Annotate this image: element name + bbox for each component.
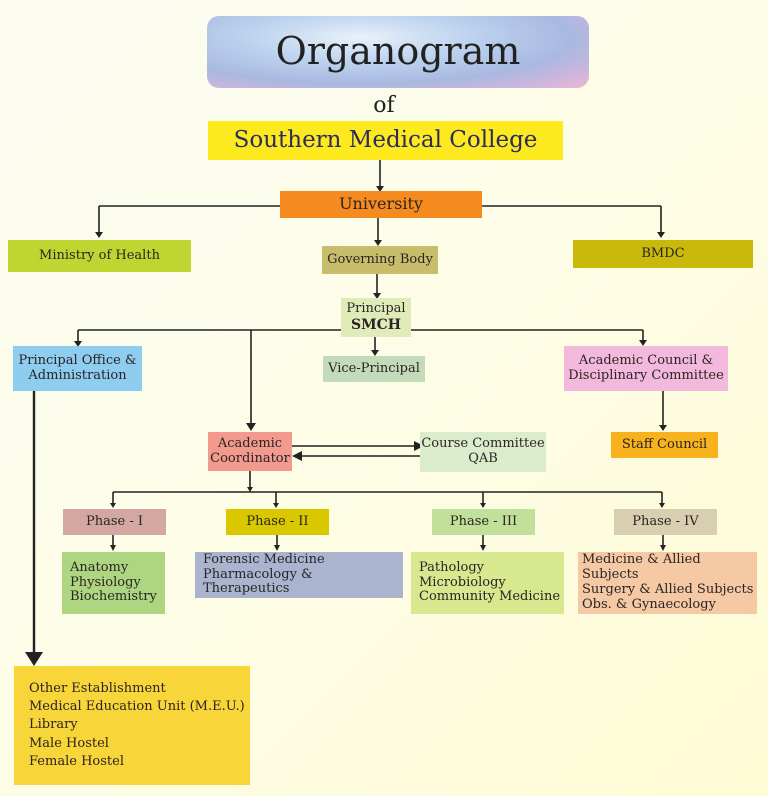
node-principal-line1: Principal <box>346 300 406 316</box>
node-bmdc-label: BMDC <box>641 245 685 261</box>
subject: Physiology <box>70 574 141 590</box>
node-phase-2-subjects: Forensic Medicine Pharmacology & Therape… <box>195 552 403 598</box>
page-title: Organogram <box>275 29 521 74</box>
subtitle-of: of <box>373 93 395 118</box>
node-vice-principal-label: Vice-Principal <box>328 360 420 376</box>
college-name-box: Southern Medical College <box>208 121 563 160</box>
subject: Pathology <box>419 559 484 575</box>
node-other-establishment: Other Establishment Medical Education Un… <box>14 666 250 785</box>
node-governing-body-label: Governing Body <box>327 251 433 267</box>
node-phase-3-subjects: Pathology Microbiology Community Medicin… <box>411 552 564 614</box>
node-course-committee: Course Committee QAB <box>420 432 546 472</box>
node-course-committee-line2: QAB <box>468 451 498 466</box>
node-phase-4: Phase - IV <box>614 509 717 535</box>
subject: Anatomy <box>70 559 129 575</box>
node-phase-1-subjects: Anatomy Physiology Biochemistry <box>62 552 165 614</box>
node-academic-council-line1: Academic Council & <box>578 352 714 368</box>
subject: Community Medicine <box>419 589 561 605</box>
node-university-label: University <box>339 194 423 214</box>
establishment-item: Library <box>29 717 78 733</box>
establishment-item: Medical Education Unit (M.E.U.) <box>29 699 245 715</box>
node-governing-body: Governing Body <box>322 246 438 274</box>
node-staff-council-label: Staff Council <box>621 436 708 452</box>
node-academic-coordinator: Academic Coordinator <box>208 432 292 471</box>
node-vice-principal: Vice-Principal <box>323 356 425 382</box>
node-university: University <box>280 191 482 218</box>
subject: Surgery & Allied Subjects <box>582 582 754 597</box>
phase-4-label: Phase - IV <box>632 513 699 529</box>
phase-3-label: Phase - III <box>449 513 518 529</box>
node-principal-office: Principal Office & Administration <box>13 346 142 391</box>
node-phase-2: Phase - II <box>226 509 329 535</box>
node-principal-line2: SMCH <box>351 316 401 333</box>
node-academic-council-line2: Disciplinary Committee <box>568 367 724 383</box>
establishment-item: Other Establishment <box>29 681 166 697</box>
node-ministry-of-health: Ministry of Health <box>8 240 191 272</box>
node-ministry-label: Ministry of Health <box>39 247 160 263</box>
node-principal: Principal SMCH <box>341 298 411 337</box>
phase-2-label: Phase - II <box>246 513 309 529</box>
title-banner: Organogram <box>207 16 589 88</box>
subject: Microbiology <box>419 574 506 590</box>
node-phase-4-subjects: Medicine & Allied Subjects Surgery & All… <box>578 552 757 614</box>
node-principal-office-line2: Administration <box>28 367 127 383</box>
node-staff-council: Staff Council <box>611 432 718 458</box>
subject: Pharmacology & Therapeutics <box>203 566 313 597</box>
node-phase-3: Phase - III <box>432 509 535 535</box>
node-bmdc: BMDC <box>573 240 753 268</box>
phase-1-label: Phase - I <box>85 513 144 529</box>
node-academic-coordinator-line2: Coordinator <box>210 450 290 466</box>
node-principal-office-line1: Principal Office & <box>18 352 137 368</box>
establishment-item: Male Hostel <box>29 735 109 751</box>
subject: Forensic Medicine <box>203 551 325 567</box>
node-academic-coordinator-line1: Academic <box>217 435 283 451</box>
establishment-item: Female Hostel <box>29 753 124 769</box>
subject: Biochemistry <box>70 589 157 605</box>
node-academic-council: Academic Council & Disciplinary Committe… <box>564 346 728 391</box>
college-name: Southern Medical College <box>233 127 538 154</box>
node-phase-1: Phase - I <box>63 509 166 535</box>
subject: Medicine & Allied Subjects <box>582 552 701 583</box>
subject: Obs. & Gynaecology <box>582 596 716 612</box>
node-course-committee-line1: Course Committee <box>421 436 545 452</box>
